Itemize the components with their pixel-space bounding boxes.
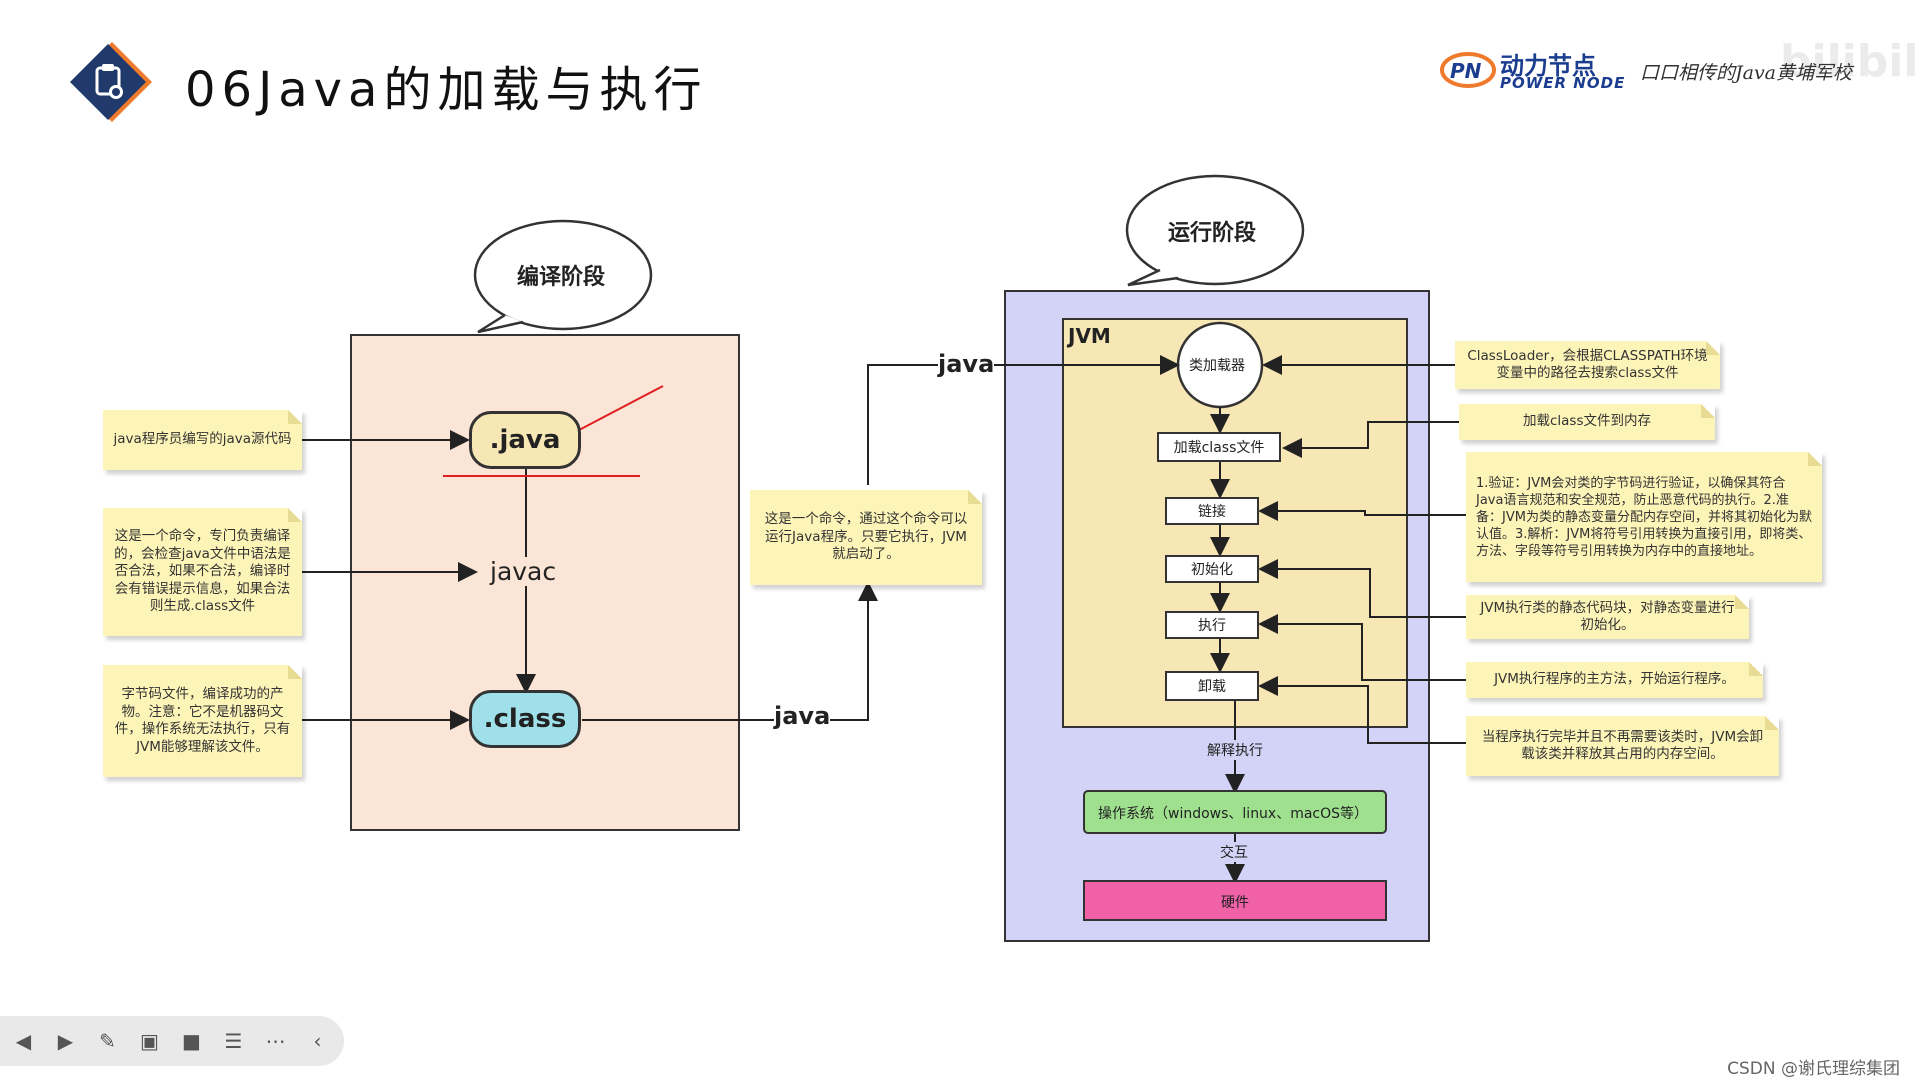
page-title: 06Java的加载与执行	[185, 62, 708, 118]
os-label: 操作系统（windows、linux、macOS等）	[1098, 806, 1369, 822]
presentation-toolbar: ◀ ▶ ✎ ▣ ■ ☰ ⋯ ‹	[0, 1016, 344, 1066]
java-source-node: .java	[469, 411, 581, 469]
note-execute: JVM执行程序的主方法，开始运行程序。	[1466, 662, 1763, 698]
note-javac: 这是一个命令，专门负责编译的，会检查java文件中语法是否合法，如果不合法，编译…	[103, 508, 302, 636]
note-init: JVM执行类的静态代码块，对静态变量进行初始化。	[1466, 595, 1749, 639]
step-load-class: 加载class文件	[1157, 432, 1281, 462]
compile-stage-label: 编译阶段	[517, 265, 606, 290]
svg-text:PN: PN	[1450, 59, 1482, 83]
os-box	[1083, 790, 1387, 834]
compile-bubble	[473, 219, 653, 334]
interpret-label: 解释执行	[1207, 740, 1263, 760]
comment-icon[interactable]: ☰	[224, 1029, 243, 1053]
next-icon[interactable]: ▶	[57, 1029, 74, 1053]
prev-icon[interactable]: ◀	[15, 1029, 32, 1053]
camera-icon[interactable]: ■	[182, 1029, 201, 1053]
java-command-label-bottom: java	[774, 702, 831, 730]
hardware-box	[1083, 880, 1387, 921]
more-icon[interactable]: ⋯	[265, 1029, 286, 1053]
java-command-label-top: java	[938, 350, 995, 378]
runtime-stage-label: 运行阶段	[1168, 221, 1257, 246]
note-class-file: 字节码文件，编译成功的产物。注意：它不是机器码文件，操作系统无法执行，只有JVM…	[103, 665, 302, 777]
step-execute: 执行	[1165, 611, 1259, 639]
runtime-bubble	[1125, 174, 1305, 287]
brand-slogan: 口口相传的Java黄埔军校	[1640, 62, 1853, 84]
clipboard-icon	[70, 42, 152, 122]
pen-icon[interactable]: ✎	[99, 1029, 116, 1053]
javac-command-label: javac	[490, 557, 557, 586]
brand-name: 动力节点	[1500, 52, 1596, 80]
powernode-logo-icon: PN	[1440, 52, 1496, 88]
interact-label: 交互	[1220, 842, 1248, 862]
csdn-watermark: CSDN @谢氏理综集团	[1727, 1059, 1900, 1079]
brand-name-en: POWER NODE	[1500, 74, 1626, 92]
note-java-source: java程序员编写的java源代码	[103, 410, 302, 470]
step-init: 初始化	[1165, 555, 1259, 583]
screenshot-icon[interactable]: ▣	[140, 1029, 159, 1053]
bilibili-watermark: bilibili	[1780, 36, 1920, 87]
classloader-label: 类加载器	[1189, 358, 1245, 374]
slide-badge	[70, 40, 154, 124]
note-java-command: 这是一个命令，通过这个命令可以运行Java程序。只要它执行，JVM就启动了。	[750, 490, 982, 585]
brand-logo: PN 动力节点 POWER NODE bilibili 口口相传的Java黄埔军…	[1440, 36, 1920, 96]
note-load-class: 加载class文件到内存	[1459, 404, 1715, 440]
note-classloader: ClassLoader，会根据CLASSPATH环境变量中的路径去搜索class…	[1455, 341, 1720, 389]
note-unload: 当程序执行完毕并且不再需要该类时，JVM会卸载该类并释放其占用的内存空间。	[1466, 716, 1779, 776]
hardware-label: 硬件	[1221, 895, 1249, 911]
jvm-label: JVM	[1068, 324, 1111, 348]
collapse-icon[interactable]: ‹	[313, 1029, 322, 1053]
class-file-node: .class	[469, 690, 581, 748]
step-link: 链接	[1165, 497, 1259, 525]
note-link: 1.验证：JVM会对类的字节码进行验证，以确保其符合Java语言规范和安全规范，…	[1466, 452, 1822, 582]
step-unload: 卸载	[1165, 671, 1259, 701]
